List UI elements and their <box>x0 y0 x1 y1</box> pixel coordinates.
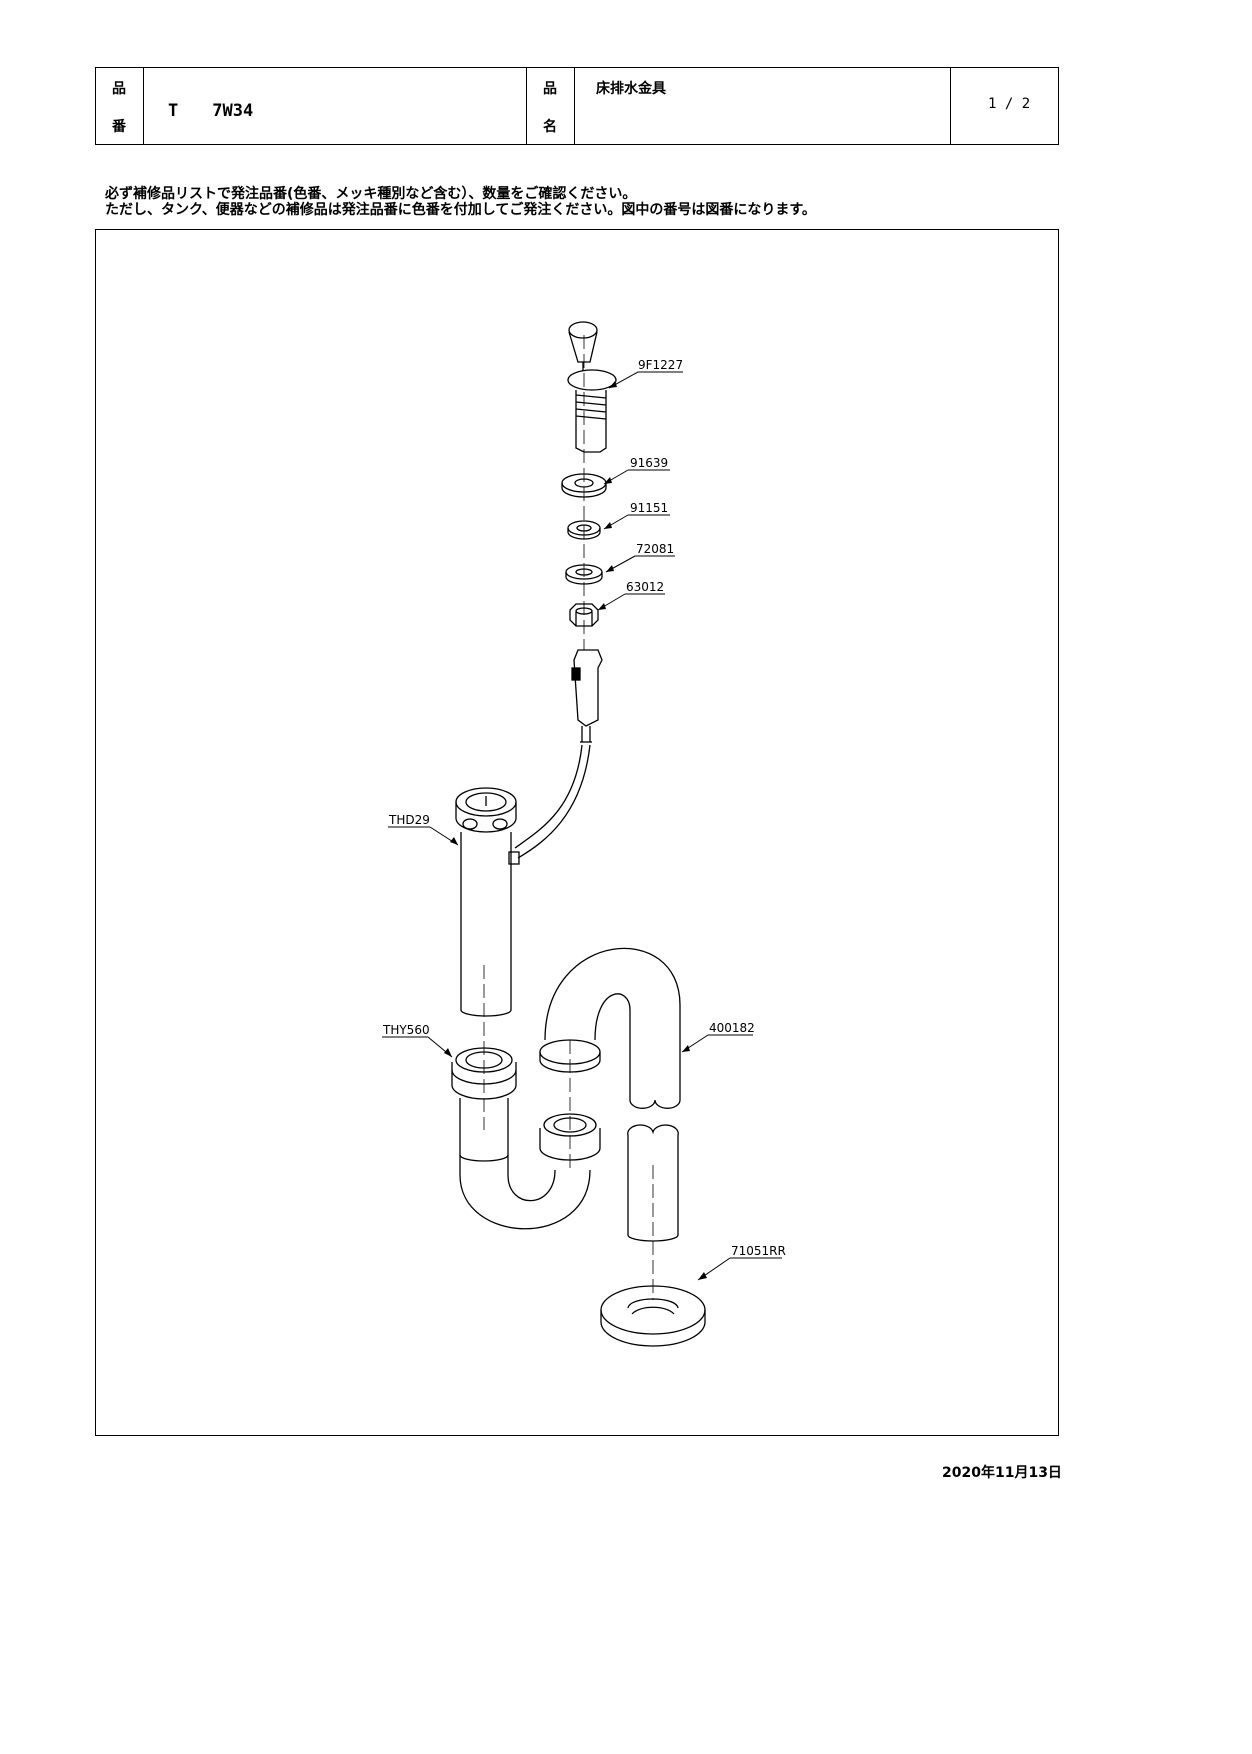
product-number-label-top: 品 <box>112 81 126 97</box>
divider <box>950 68 951 144</box>
document-date: 2020年11月13日 <box>942 1465 1062 1481</box>
product-name: 床排水金具 <box>596 81 666 97</box>
product-name-label-top: 品 <box>543 81 557 97</box>
page-number: 1 / 2 <box>988 96 1031 112</box>
drawing-frame <box>95 229 1059 1436</box>
instruction-line-2: ただし、タンク、便器などの補修品は発注品番に色番を付加してご発注ください。図中の… <box>105 202 816 218</box>
product-name-label-bottom: 名 <box>543 119 557 135</box>
product-number-label-bottom: 番 <box>112 119 126 135</box>
instructions: 必ず補修品リストで発注品番(色番、メッキ種別など含む）、数量をご確認ください。 … <box>105 186 816 218</box>
divider <box>574 68 575 144</box>
product-number: T 7W34 <box>168 101 254 121</box>
instruction-line-1: 必ず補修品リストで発注品番(色番、メッキ種別など含む）、数量をご確認ください。 <box>105 186 637 202</box>
header-table: 品 番 T 7W34 品 名 床排水金具 1 / 2 <box>95 67 1059 145</box>
divider <box>526 68 527 144</box>
divider <box>143 68 144 144</box>
